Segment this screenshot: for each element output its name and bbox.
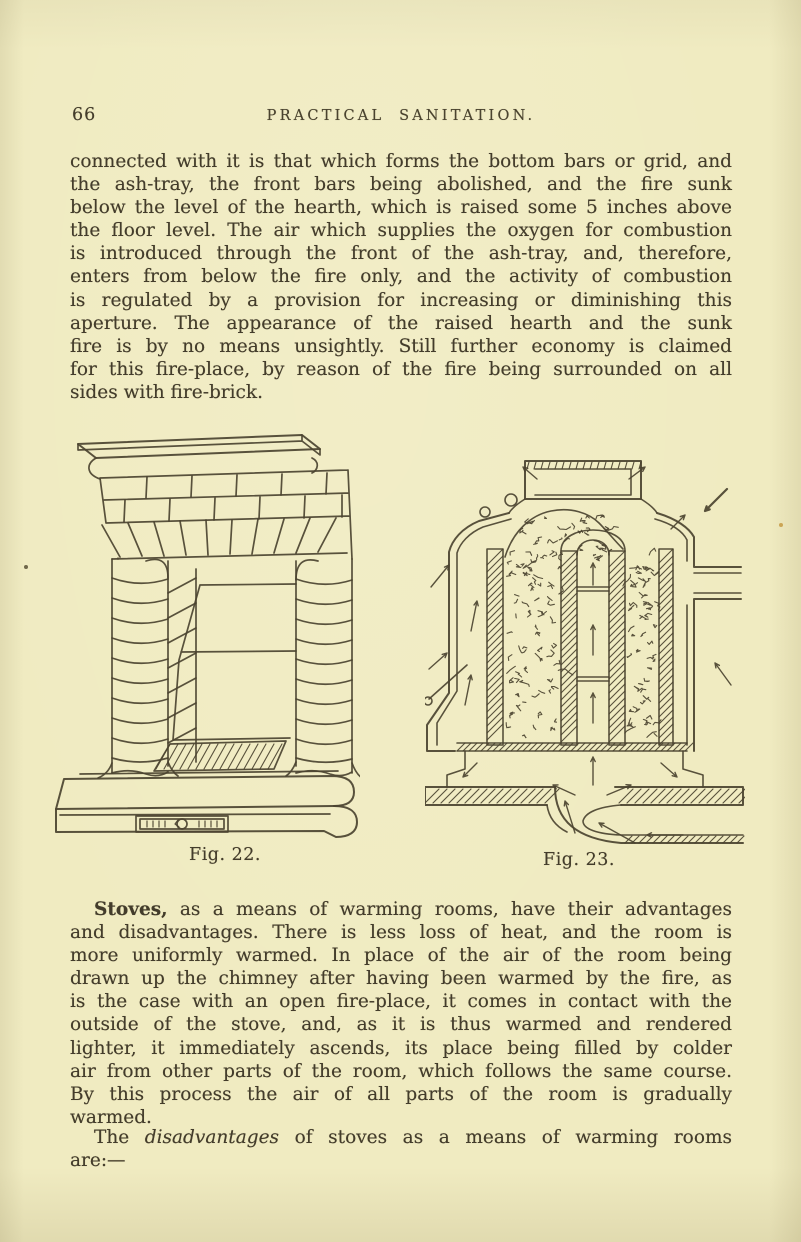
airflow-arrow <box>470 600 479 632</box>
text-line: for this fire-place, by reason of the fi… <box>70 358 732 380</box>
paragraph-lead-word: Stoves, <box>94 899 168 920</box>
running-header-title: PRACTICAL SANITATION. <box>266 108 536 124</box>
stove-base <box>446 750 704 788</box>
air-inlet-grille <box>135 815 229 833</box>
text-line: outside of the stove, and, as it is thus… <box>70 1014 732 1036</box>
fresh-air-duct <box>554 786 744 844</box>
airflow-arrow <box>646 832 684 838</box>
fuel-heap-outline <box>504 508 624 558</box>
text-line: The disadvantages of stoves as a means o… <box>70 1126 732 1149</box>
airflow-arrow <box>628 466 646 480</box>
text-line: connected with it is that which forms th… <box>70 151 732 172</box>
text-line: Stoves, as a means of warming rooms, hav… <box>70 898 732 921</box>
text-line: sides with fire-brick. <box>70 381 263 403</box>
text-line: below the level of the hearth, which is … <box>70 197 732 219</box>
text-line: lighter, it immediately ascends, its pla… <box>70 1037 732 1059</box>
airflow-arrow <box>598 822 636 844</box>
paragraph-disadvantages: The disadvantages of stoves as a means o… <box>70 1126 732 1172</box>
airflow-arrow <box>430 564 450 588</box>
airflow-arrow <box>670 514 686 530</box>
text-line: and disadvantages. There is less loss of… <box>70 922 732 944</box>
door-handle <box>428 664 468 700</box>
airflow-arrow <box>606 784 632 796</box>
voussoir-fan <box>101 517 337 558</box>
stove-casing-right <box>656 512 742 752</box>
text-line: air from other parts of the room, which … <box>70 1060 732 1082</box>
airflow-arrow <box>428 652 448 670</box>
text-line: enters from below the fire only, and the… <box>70 266 732 288</box>
figure-22-fireplace-illustration <box>55 434 360 838</box>
paragraph-fireplace: connected with it is that which forms th… <box>70 150 732 404</box>
airflow-arrow <box>552 784 576 796</box>
mantel-shelf <box>77 434 321 459</box>
airflow-arrow <box>590 624 596 656</box>
text-italic-word: disadvantages <box>144 1127 280 1148</box>
airflow-arrow <box>714 662 732 686</box>
text-line: more uniformly warmed. In place of the a… <box>70 945 732 967</box>
airflow-arrow <box>464 674 473 706</box>
text-line-rest: as a means of warming rooms, have their … <box>167 899 732 920</box>
lid-knob <box>479 506 491 518</box>
page-number: 66 <box>72 105 97 125</box>
text-post: of stoves as a means of warming rooms <box>279 1127 732 1148</box>
airflow-arrow <box>590 692 596 724</box>
ink-speck <box>24 565 28 569</box>
text-line: is the case with an open fire-place, it … <box>70 991 732 1013</box>
airflow-arrow <box>522 466 538 480</box>
smoke-outlet-duct <box>654 518 742 746</box>
airflow-arrow <box>590 756 596 786</box>
raised-hearth <box>55 775 355 810</box>
text-line: the ash-tray, the front bars being aboli… <box>70 174 732 196</box>
airflow-arrow <box>660 762 678 778</box>
figure-23-stove-section-illustration <box>425 460 745 844</box>
text-line: is regulated by a provision for increasi… <box>70 289 732 311</box>
text-line: the floor level. The air which supplies … <box>70 220 732 242</box>
text-line: aperture. The appearance of the raised h… <box>70 312 732 334</box>
airflow-arrow <box>590 562 596 586</box>
right-jamb-column <box>295 558 353 774</box>
text-line: fire is by no means unsightly. Still fur… <box>70 335 732 357</box>
stove-hopper <box>524 460 642 500</box>
floor-section-left <box>425 786 556 806</box>
airflow-arrow <box>563 800 576 834</box>
text-line: drawn up the chimney after having been w… <box>70 968 732 990</box>
figure-22-caption: Fig. 22. <box>189 845 261 865</box>
figure-23-caption: Fig. 23. <box>543 850 615 870</box>
smoke-swirls <box>622 547 662 738</box>
text-line: warmed. <box>70 1106 152 1128</box>
lid-knob <box>504 493 518 507</box>
text-line: is introduced through the front of the a… <box>70 243 732 265</box>
damper-knob <box>176 818 188 830</box>
airflow-arrow <box>703 487 729 513</box>
fireback <box>172 583 297 741</box>
text-pre: The <box>94 1127 145 1148</box>
text-line: By this process the air of all parts of … <box>70 1083 732 1105</box>
text-line: are:— <box>70 1150 126 1172</box>
paragraph-stoves: Stoves, as a means of warming rooms, hav… <box>70 898 732 1129</box>
stove-casing-left <box>426 512 510 752</box>
floor-section-right <box>614 786 744 806</box>
coal-fuel <box>505 550 574 739</box>
airflow-arrow <box>462 762 478 778</box>
ink-speck <box>779 523 783 527</box>
